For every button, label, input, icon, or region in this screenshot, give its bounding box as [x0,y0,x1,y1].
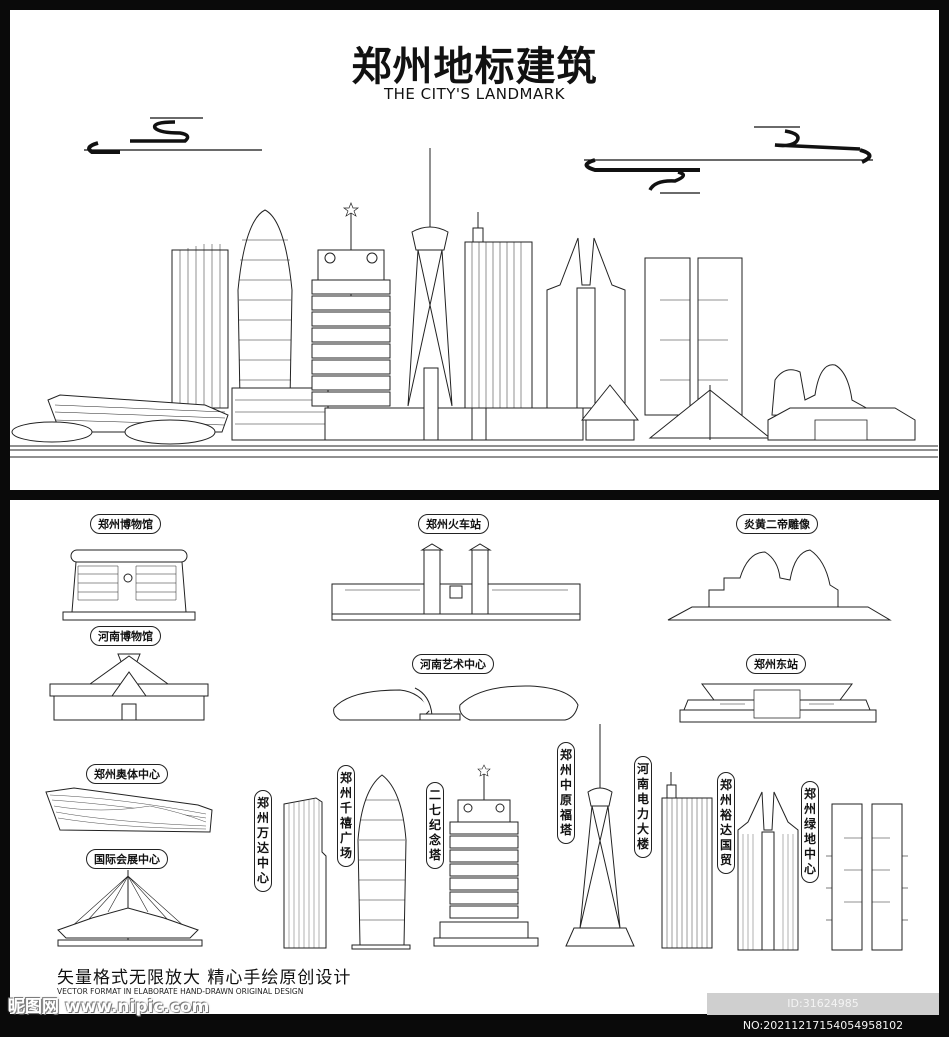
label-fu-tower: 郑州中原福塔 [557,742,575,844]
label-yuda-trade: 郑州裕达国贸 [717,772,735,874]
greenland-center-drawing [826,804,908,950]
watermark-site: 昵图网 www.nipic.com [8,997,210,1017]
power-building-drawing [662,772,712,948]
page-subtitle: THE CITY'S LANDMARK [383,85,566,103]
label-convention-center: 国际会展中心 [86,849,168,869]
label-zhengzhou-east-station: 郑州东站 [746,654,806,674]
wanda-center-drawing [284,798,326,948]
label-olympic-center: 郑州奥体中心 [86,764,168,784]
slogan-chinese: 矢量格式无限放大 精心手绘原创设计 [57,968,352,988]
east-station-drawing [680,684,876,722]
zhengzhou-skyline-illustration [0,0,949,470]
henan-museum-drawing [50,654,208,720]
label-erqi-tower: 二七纪念塔 [426,782,444,869]
zhengzhou-museum-drawing [63,550,195,620]
olympic-center-drawing [46,788,212,832]
cloud-left-icon [0,0,949,200]
label-henan-art-center: 河南艺术中心 [412,654,494,674]
label-wanda-center: 郑州万达中心 [254,790,272,892]
page-title: 郑州地标建筑 [351,44,598,90]
label-henan-museum: 河南博物馆 [90,626,161,646]
label-greenland-center: 郑州绿地中心 [801,781,819,883]
yan-huang-statue-drawing [668,550,890,620]
convention-center-drawing [58,870,202,946]
label-yan-huang-statue: 炎黄二帝雕像 [736,514,818,534]
slogan-english: VECTOR FORMAT IN ELABORATE HAND-DRAWN OR… [57,987,304,996]
fu-tower-drawing [566,724,634,946]
art-center-drawing [334,686,578,720]
yuda-trade-drawing [738,792,798,950]
label-qianxi-plaza: 郑州千禧广场 [337,765,355,867]
watermark-id: ID:31624985 NO:20211217154054958102 [707,993,939,1032]
cloud-right-icon [0,0,949,200]
railway-station-drawing [332,544,580,620]
label-zhengzhou-railway-station: 郑州火车站 [418,514,489,534]
erqi-tower-drawing [434,765,538,946]
qianxi-plaza-drawing [352,775,410,949]
label-zhengzhou-museum: 郑州博物馆 [90,514,161,534]
label-power-building: 河南电力大楼 [634,756,652,858]
